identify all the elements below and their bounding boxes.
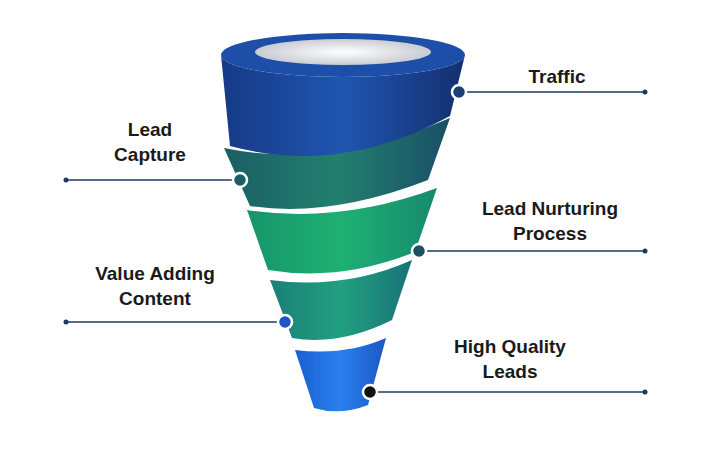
- funnel-dot: [278, 315, 292, 329]
- funnel-label: Traffic: [497, 64, 617, 89]
- leader-end: [643, 390, 648, 395]
- leader-end: [643, 249, 648, 254]
- leader-line: [426, 250, 643, 252]
- funnel-dot: [233, 173, 247, 187]
- funnel-label: Lead Capture: [103, 117, 198, 167]
- leader-line: [67, 179, 232, 181]
- leader-end: [64, 320, 69, 325]
- funnel-label: Lead Nurturing Process: [455, 196, 645, 246]
- funnel-label: Value Adding Content: [73, 261, 238, 311]
- funnel-dot: [452, 85, 466, 99]
- leader-line: [67, 321, 278, 323]
- leader-end: [64, 178, 69, 183]
- leader-line: [466, 91, 643, 93]
- leader-lines: [64, 90, 648, 395]
- leader-line: [377, 391, 643, 393]
- funnel-band: [295, 338, 386, 411]
- funnel: [221, 33, 465, 411]
- funnel-label: High Quality Leads: [438, 334, 583, 384]
- funnel-rim: [221, 33, 465, 77]
- leader-end: [643, 90, 648, 95]
- funnel-opening: [255, 39, 431, 65]
- funnel-dot: [363, 385, 377, 399]
- funnel-dot: [412, 244, 426, 258]
- funnel-dots: [233, 85, 466, 399]
